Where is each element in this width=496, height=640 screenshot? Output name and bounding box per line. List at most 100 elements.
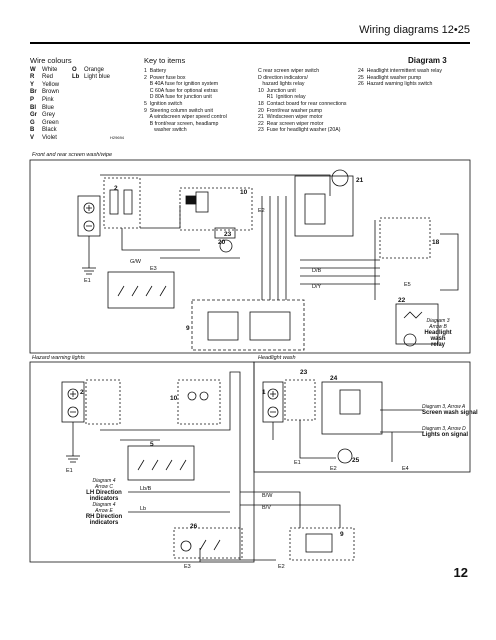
tag-5-hazard: 5 bbox=[150, 441, 154, 448]
wire-colour-cell: Black bbox=[42, 127, 57, 134]
wire-colour-row: Y Yellow bbox=[30, 82, 140, 90]
intermittent-wash-relay-24 bbox=[321, 381, 383, 435]
fuse-23 bbox=[214, 227, 236, 239]
wire-colour-cell: O bbox=[72, 66, 77, 73]
wire-colour-row: Br Brown bbox=[30, 89, 140, 97]
battery-1-hazard bbox=[61, 381, 85, 423]
tag-26: 26 bbox=[190, 523, 198, 530]
key-item: A windscreen wiper speed control bbox=[144, 114, 227, 121]
tag-23: 23 bbox=[224, 231, 232, 238]
wire-colour-cell: Brown bbox=[42, 89, 60, 96]
tag-2-hazard: 2 bbox=[80, 389, 84, 396]
washer-pump-20 bbox=[219, 239, 233, 253]
wire-colour-cell: Yellow bbox=[42, 81, 60, 88]
wire-colour-cell: Bl bbox=[30, 104, 36, 111]
wire-lb-label: Lb bbox=[140, 506, 146, 512]
key-item: 24 Headlight intermittent wash relay bbox=[358, 68, 442, 74]
screen-wash-callout: Diagram 3, Arrow A Screen wash signal bbox=[422, 404, 482, 416]
tag-23-headlight: 23 bbox=[300, 369, 308, 376]
key-item: 10 Junction unit bbox=[258, 87, 296, 94]
ground-e3-hazard-label: E3 bbox=[184, 564, 191, 570]
lights-on-title: Lights on signal bbox=[422, 432, 468, 438]
wire-colour-cell: Lb bbox=[72, 74, 80, 81]
tag-1-headlight: 1 bbox=[262, 389, 266, 396]
key-item: 18 Contact board for rear connections bbox=[258, 100, 347, 107]
key-item: 25 Headlight washer pump bbox=[358, 74, 422, 81]
power-fuse-box-2 bbox=[103, 177, 141, 229]
ignition-switch-5 bbox=[107, 271, 175, 309]
wire-colour-cell: Light blue bbox=[84, 74, 111, 81]
key-item: R1 Ignition relay bbox=[258, 94, 306, 101]
key-item: 26 Hazard warning lights switch bbox=[358, 81, 433, 88]
caption-hazard: Hazard warning lights bbox=[32, 355, 85, 361]
rh-indicators-ref: Diagram 4 Arrow E bbox=[92, 502, 116, 514]
wire-colour-cell: W bbox=[30, 66, 36, 73]
wire-db-label: D/B bbox=[312, 268, 322, 274]
ground-e1 bbox=[82, 267, 96, 275]
key-item: 21 Windscreen wiper motor bbox=[258, 114, 323, 121]
battery-1 bbox=[77, 195, 101, 237]
ignition-switch-5-hazard bbox=[127, 445, 195, 481]
tag-2: 2 bbox=[114, 185, 118, 192]
key-item: 5 Ignition switch bbox=[144, 100, 183, 107]
lights-on-ref: Diagram 3, Arrow D bbox=[422, 426, 466, 432]
lh-indicators-title: LH Direction indicators bbox=[86, 490, 122, 502]
wire-colour-cell: Blue bbox=[42, 104, 55, 111]
tag-25: 25 bbox=[352, 457, 360, 464]
key-item: 22 Rear screen wiper motor bbox=[258, 120, 324, 127]
wire-gw-label: G/W bbox=[130, 259, 142, 265]
power-fuse-box-hazard bbox=[85, 379, 121, 425]
lh-indicators-ref: Diagram 4 Arrow C bbox=[92, 478, 116, 490]
junction-unit-10-hazard bbox=[177, 379, 221, 425]
key-item: D 80A fuse for junction unit bbox=[144, 94, 212, 101]
key-item: D direction indicators/ bbox=[258, 74, 308, 81]
wire-colours-title: Wire colours bbox=[30, 56, 72, 65]
relay-callout-title: Headlight wash relay bbox=[424, 330, 452, 348]
key-item: washer switch bbox=[144, 127, 187, 134]
ground-e1-headlight-label: E1 bbox=[294, 460, 301, 466]
key-to-items: Key to items bbox=[144, 57, 474, 67]
rh-indicators-title: RH Direction indicators bbox=[85, 514, 123, 526]
page-number: 12 bbox=[453, 565, 468, 580]
wire-colour-cell: Gr bbox=[30, 112, 38, 119]
key-item: 23 Fuse for headlight washer (20A) bbox=[258, 127, 341, 134]
screen-wash-ref: Diagram 3, Arrow A bbox=[422, 404, 466, 410]
tag-10-hazard: 10 bbox=[170, 395, 178, 402]
wire-colour-cell: Y bbox=[30, 81, 35, 88]
tag-18: 18 bbox=[432, 239, 440, 246]
wire-colour-cell: Green bbox=[42, 119, 59, 126]
wire-colour-cell: V bbox=[30, 134, 35, 141]
wire-bw-label: B/W bbox=[262, 493, 273, 499]
tag-10: 10 bbox=[240, 189, 248, 196]
tag-22: 22 bbox=[398, 297, 406, 304]
wire-colour-cell: Violet bbox=[42, 134, 57, 141]
caption-wash-wipe: Front and rear screen wash/wipe bbox=[32, 152, 113, 158]
battery-1-headlight bbox=[262, 381, 284, 423]
key-item: C 60A fuse for optional extras bbox=[144, 87, 218, 94]
screen-wash-title: Screen wash signal bbox=[422, 410, 478, 416]
junction-unit-10 bbox=[179, 187, 253, 231]
caption-headlight: Headlight wash bbox=[258, 355, 296, 361]
key-item: 20 Front/rear washer pump bbox=[258, 107, 323, 114]
tag-20: 20 bbox=[218, 239, 226, 246]
ground-e1-label: E1 bbox=[84, 278, 91, 284]
key-item: hazard lights relay bbox=[258, 81, 305, 88]
wire-colour-row: V Violet bbox=[30, 135, 140, 143]
ground-e4-label: E4 bbox=[402, 466, 409, 472]
hazard-switch-26 bbox=[173, 527, 243, 559]
contact-board-18 bbox=[379, 217, 431, 259]
wire-colour-cell: Br bbox=[30, 89, 37, 96]
diagram-number: Diagram 3 bbox=[408, 56, 447, 65]
key-title: Key to items bbox=[144, 56, 186, 65]
rear-wiper-motor-22 bbox=[395, 303, 439, 347]
relay-callout: Diagram 3 Arrow B Headlight wash relay bbox=[410, 318, 466, 348]
wire-lbb-label: Lb/B bbox=[140, 486, 152, 492]
